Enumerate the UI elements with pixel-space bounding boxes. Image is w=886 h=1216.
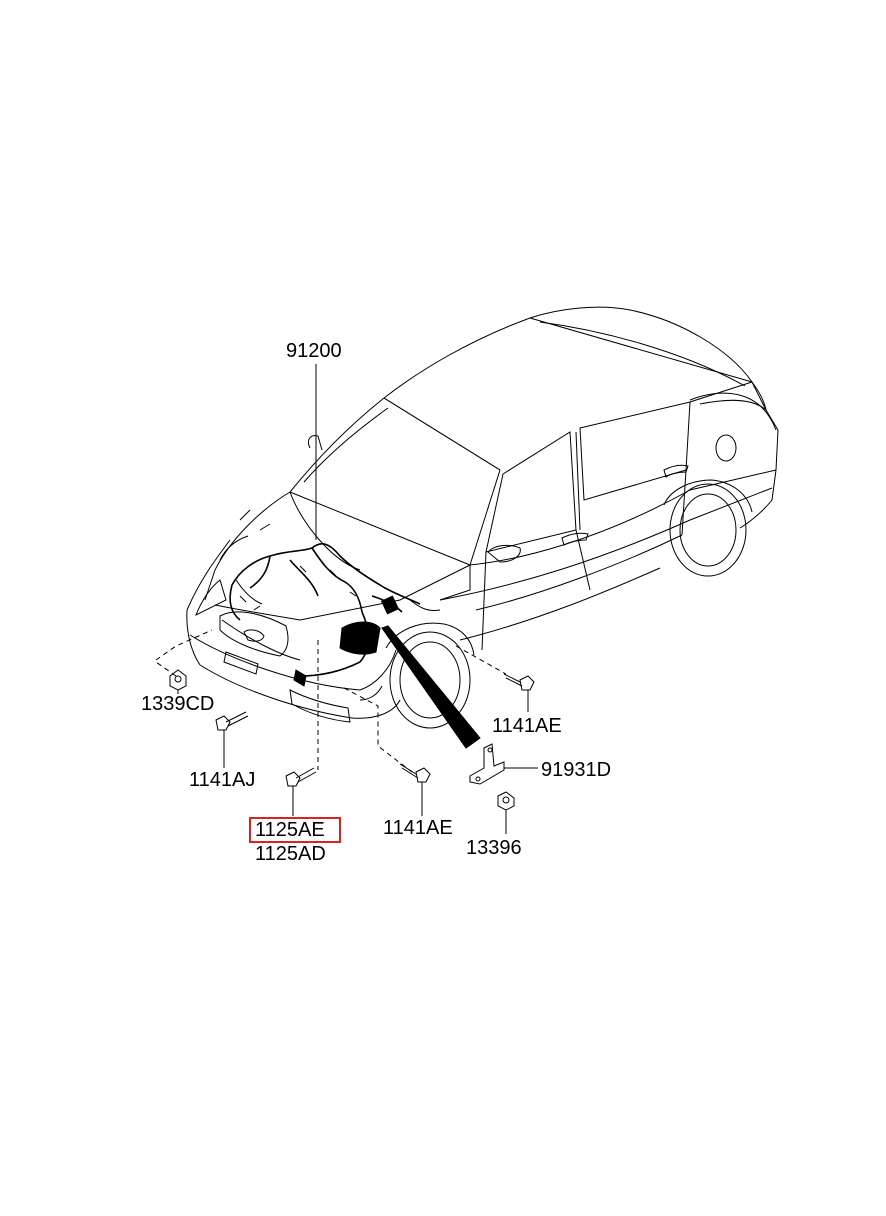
highlight-1125ae-box	[249, 817, 341, 843]
label-1339cd: 1339CD	[141, 693, 215, 715]
label-1141aj: 1141AJ	[189, 769, 256, 791]
car-body	[186, 306, 779, 729]
leader-lines	[155, 364, 538, 834]
fasteners	[169, 669, 535, 811]
label-13396: 13396	[466, 837, 522, 859]
label-1125ae[interactable]: 1125AE	[255, 819, 325, 841]
label-91931d: 91931D	[541, 759, 612, 781]
label-1141ae-bottom: 1141AE	[383, 817, 453, 839]
wiring-harness	[219, 509, 481, 749]
label-1141ae-right: 1141AE	[492, 715, 562, 737]
label-91200: 91200	[286, 340, 342, 362]
label-1125ad: 1125AD	[255, 843, 326, 865]
